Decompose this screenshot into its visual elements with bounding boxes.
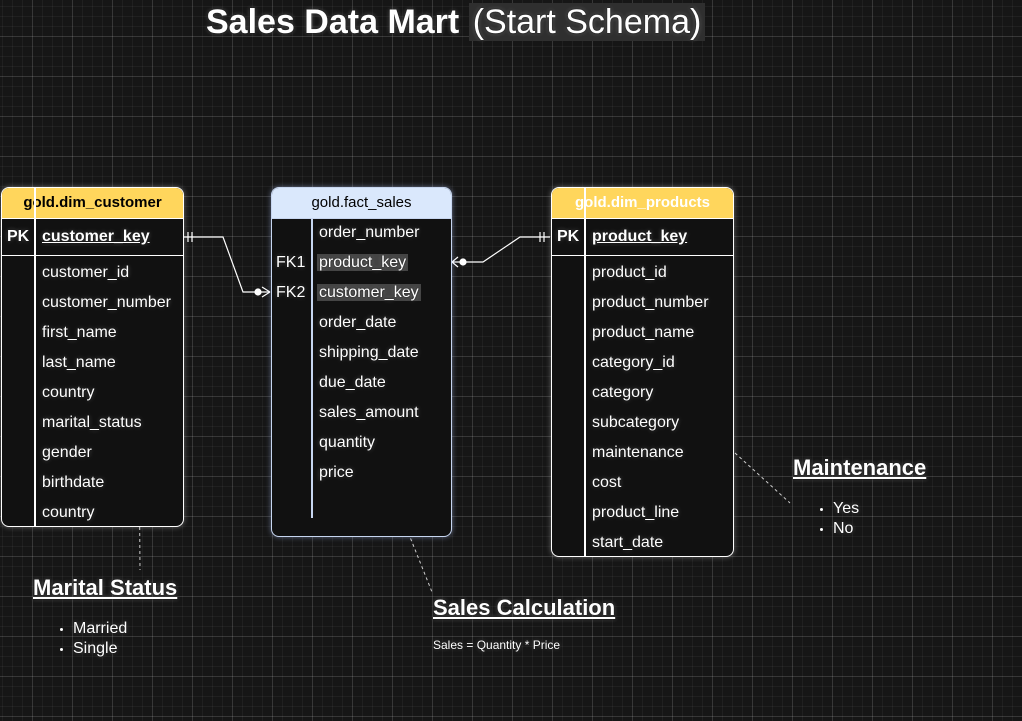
fk-column: customer_key	[317, 284, 421, 301]
fk-column: product_key	[317, 254, 409, 271]
column-row: category	[592, 384, 654, 401]
pk-label: PK	[7, 228, 30, 245]
column-row: quantity	[319, 434, 376, 451]
sales-formula: Sales = Quantity * Price	[433, 638, 561, 652]
column-row: product_key	[317, 248, 409, 278]
column-divider	[311, 219, 313, 518]
diagram-title: Sales Data Mart (Start Schema)	[206, 3, 706, 42]
column-row: country	[42, 384, 95, 401]
customer-fact-relationship	[183, 232, 271, 298]
pk-column: product_key	[592, 228, 688, 245]
column-row: marital_status	[42, 414, 142, 431]
list-item: No	[833, 519, 859, 539]
pk-label: PK	[557, 228, 580, 245]
product-fact-relationship	[451, 232, 550, 268]
table-header: gold.dim_products	[552, 188, 733, 219]
column-row: order_date	[319, 314, 397, 331]
column-row: order_number	[319, 224, 420, 241]
column-row: start_date	[592, 534, 664, 551]
column-row: customer_key	[317, 278, 421, 308]
column-row: gender	[42, 444, 92, 461]
dim-customer-table: gold.dim_customer PK customer_key custom…	[1, 187, 184, 527]
marital-status-list: Married Single	[53, 619, 127, 659]
sales-calculation-note-title: Sales Calculation	[433, 595, 616, 620]
column-row: due_date	[319, 374, 386, 391]
column-divider	[584, 188, 586, 556]
column-row: price	[319, 464, 354, 481]
maintenance-note-connector	[734, 452, 791, 504]
fact-sales-table: gold.fact_sales FK1 FK2 order_number pro…	[271, 187, 452, 537]
maintenance-note-title: Maintenance	[793, 455, 927, 480]
column-row: subcategory	[592, 414, 680, 431]
column-row: maintenance	[592, 444, 684, 461]
list-item: Single	[73, 639, 127, 659]
fk1-label: FK1	[276, 254, 306, 271]
list-item: Married	[73, 619, 127, 639]
title-main: Sales Data Mart	[206, 3, 460, 41]
column-row: first_name	[42, 324, 117, 341]
column-row: product_name	[592, 324, 695, 341]
column-row: product_id	[592, 264, 667, 281]
maintenance-list: Yes No	[813, 499, 859, 539]
dim-products-table: gold.dim_products PK product_key product…	[551, 187, 734, 557]
marital-status-note-title: Marital Status	[33, 575, 178, 600]
column-row: product_line	[592, 504, 680, 521]
column-divider	[34, 188, 36, 526]
pk-column: customer_key	[42, 228, 150, 245]
list-item: Yes	[833, 499, 859, 519]
column-row: product_number	[592, 294, 709, 311]
column-row: customer_id	[42, 264, 130, 281]
title-sub: (Start Schema)	[468, 3, 706, 41]
pk-row: PK customer_key	[2, 219, 183, 256]
column-row: category_id	[592, 354, 675, 371]
fk2-label: FK2	[276, 284, 306, 301]
column-row: country	[42, 504, 95, 521]
table-header: gold.dim_customer	[2, 188, 183, 219]
column-row: birthdate	[42, 474, 105, 491]
column-row: sales_amount	[319, 404, 419, 421]
column-row: cost	[592, 474, 622, 491]
column-row: customer_number	[42, 294, 171, 311]
column-row: shipping_date	[319, 344, 419, 361]
table-header: gold.fact_sales	[272, 188, 451, 219]
pk-row: PK product_key	[552, 219, 733, 256]
column-row: last_name	[42, 354, 116, 371]
